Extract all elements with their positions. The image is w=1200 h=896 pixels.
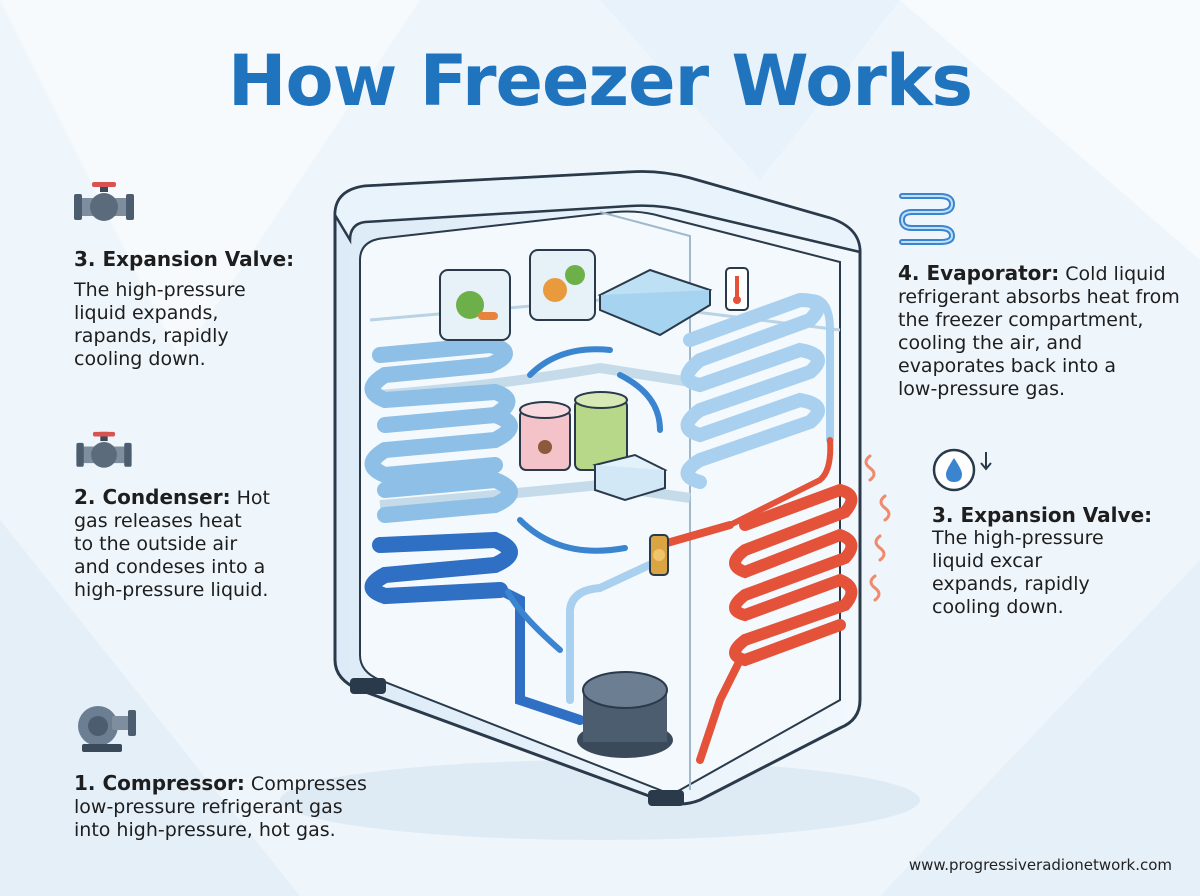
footer-url: www.progressiveradionetwork.com	[908, 856, 1172, 874]
caption-heading: 1. Compressor:	[74, 771, 245, 795]
caption-line: high-pressure liquid.	[74, 579, 269, 601]
evaporator-coil-left	[364, 336, 518, 605]
caption-line: The high-pressure	[74, 279, 246, 301]
caption-heading: 3. Expansion Valve:	[74, 247, 295, 271]
caption-line: expands, rapidly	[932, 573, 1090, 595]
expansion-valve-part	[649, 534, 669, 576]
caption-line: the freezer compartment,	[898, 309, 1144, 331]
ice-cream-tub	[519, 401, 571, 471]
heat-waves	[864, 454, 891, 602]
caption-heading: 2. Condenser:	[74, 485, 231, 509]
ice-tray	[597, 268, 713, 337]
caption-line: low-pressure refrigerant gas	[74, 796, 343, 818]
compressor-pump-icon	[78, 706, 136, 752]
caption-line: to the outside air	[74, 533, 238, 555]
caption-condenser: 2. Condenser: Hot gas releases heat to t…	[74, 486, 344, 602]
caption-line: Hot	[230, 487, 270, 509]
evaporator-coil-right	[680, 292, 834, 489]
valve-icon	[76, 431, 132, 468]
condenser-coil	[696, 437, 858, 764]
caption-line: cooling down.	[932, 596, 1064, 618]
caption-line: rapands, rapidly	[74, 325, 229, 347]
compressor-part	[577, 671, 673, 758]
caption-line: gas releases heat	[74, 510, 242, 532]
caption-line: evaporates back into a	[898, 355, 1117, 377]
caption-evaporator: 4. Evaporator: Cold liquid refrigerant a…	[898, 262, 1188, 401]
caption-line: liquid excar	[932, 550, 1043, 572]
coil-icon	[898, 193, 956, 245]
caption-line: into high-pressure, hot gas.	[74, 819, 336, 841]
food-tub-green	[574, 391, 628, 471]
caption-line: Compresses	[244, 773, 367, 795]
caption-expansion-valve-right: 3. Expansion Valve: The high-pressure li…	[932, 504, 1172, 619]
caption-line: low-pressure gas.	[898, 378, 1066, 400]
caption-expansion-valve-left: 3. Expansion Valve: The high-pressure li…	[74, 248, 334, 371]
thermometer-icon	[725, 267, 749, 311]
food-bag-1	[439, 269, 511, 341]
caption-line: and condeses into a	[74, 556, 266, 578]
page-title: How Freezer Works	[227, 40, 973, 122]
caption-line: refrigerant absorbs heat from	[898, 286, 1180, 308]
caption-line: cooling down.	[74, 348, 206, 370]
caption-heading: 3. Expansion Valve:	[932, 503, 1153, 527]
caption-line: liquid expands,	[74, 302, 219, 324]
droplet-gauge-icon	[932, 448, 992, 492]
caption-heading: 4. Evaporator:	[898, 261, 1060, 285]
caption-line: cooling the air, and	[898, 332, 1083, 354]
caption-line: The high-pressure	[932, 527, 1104, 549]
valve-icon	[74, 182, 134, 221]
container-box	[592, 453, 668, 502]
food-bag-2	[529, 249, 596, 321]
caption-line: Cold liquid	[1059, 263, 1166, 285]
caption-compressor: 1. Compressor: Compresses low-pressure r…	[74, 772, 414, 842]
airflow-arrows	[505, 346, 663, 653]
